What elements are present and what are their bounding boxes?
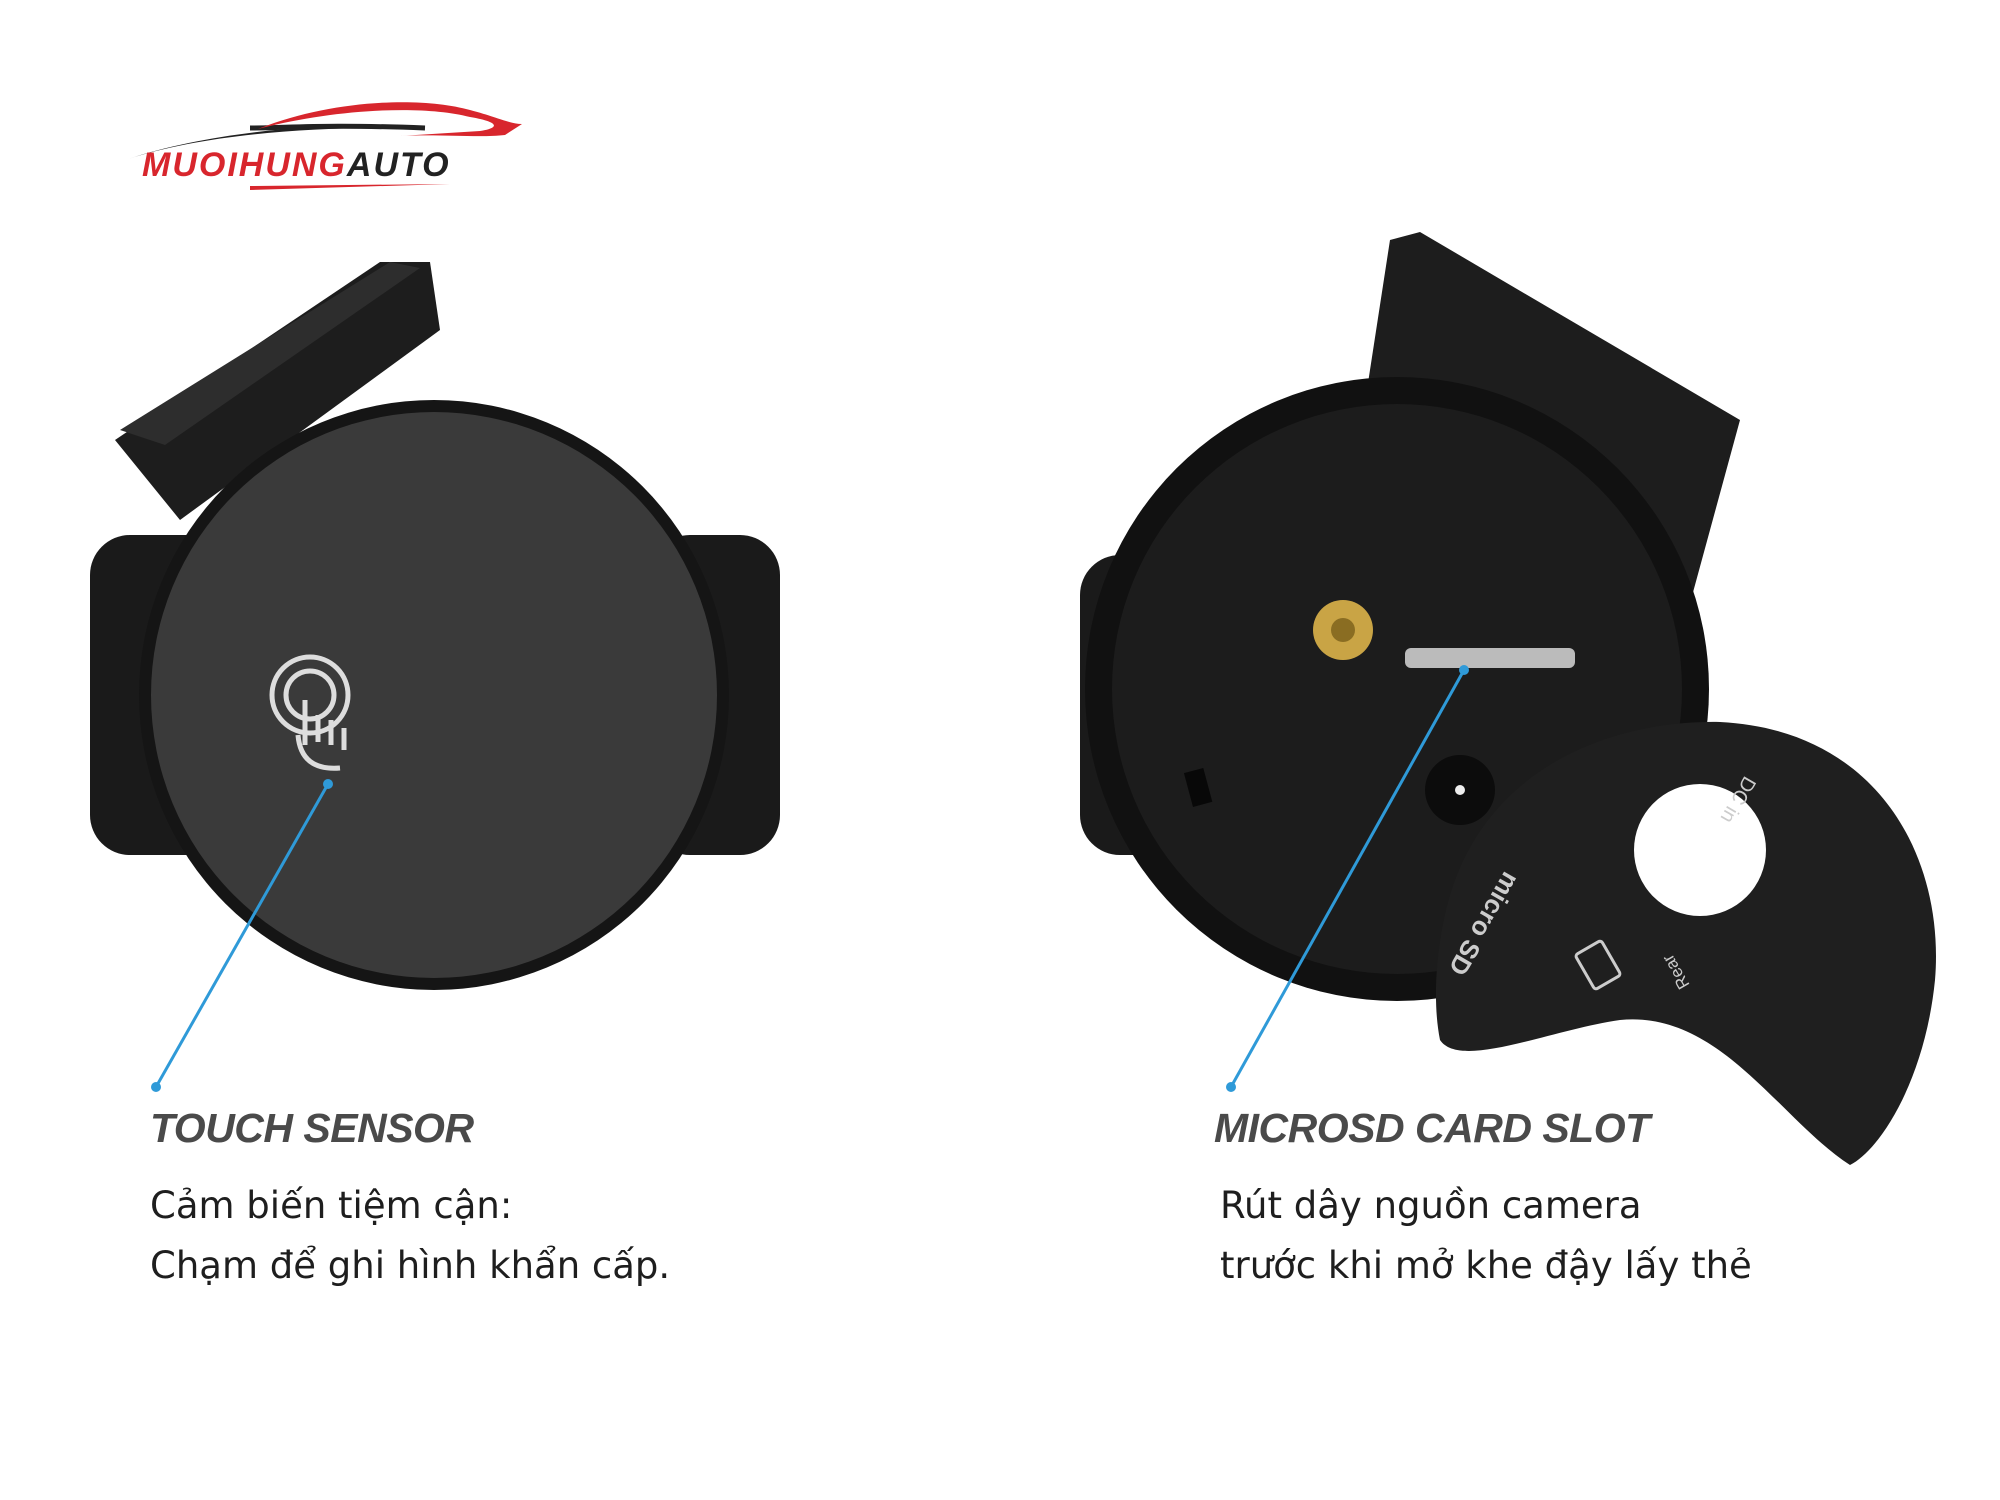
touch-sensor-description: Cảm biến tiệm cận: Chạm để ghi hình khẩn…	[150, 1176, 670, 1296]
touch-hand-icon	[269, 654, 351, 771]
callout-line-microsd	[1226, 665, 1469, 1092]
microsd-heading: MICROSD CARD SLOT	[1214, 1105, 1650, 1151]
dashcam-front-view	[90, 262, 780, 990]
slot-cover: DC in Rear micro SD	[1435, 721, 1936, 1165]
logo: MUOIHUNGAUTO	[142, 146, 451, 185]
description-line: Cảm biến tiệm cận:	[150, 1184, 513, 1227]
microsd-description: Rút dây nguồn camera trước khi mở khe đậ…	[1220, 1176, 1752, 1296]
description-line: trước khi mở khe đậy lấy thẻ	[1220, 1244, 1752, 1287]
touch-sensor-heading: TOUCH SENSOR	[150, 1105, 474, 1151]
microsd-slot	[1405, 648, 1575, 668]
logo-text-dark: AUTO	[346, 146, 451, 184]
description-line: Chạm để ghi hình khẩn cấp.	[150, 1244, 671, 1287]
description-line: Rút dây nguồn camera	[1220, 1184, 1642, 1227]
logo-car-swoosh	[128, 102, 522, 190]
logo-text-red: MUOIHUNG	[142, 146, 347, 184]
microsd-card-icon	[1574, 939, 1622, 991]
dashcam-rear-view	[1080, 232, 1740, 1001]
callout-line-touch	[151, 779, 333, 1092]
